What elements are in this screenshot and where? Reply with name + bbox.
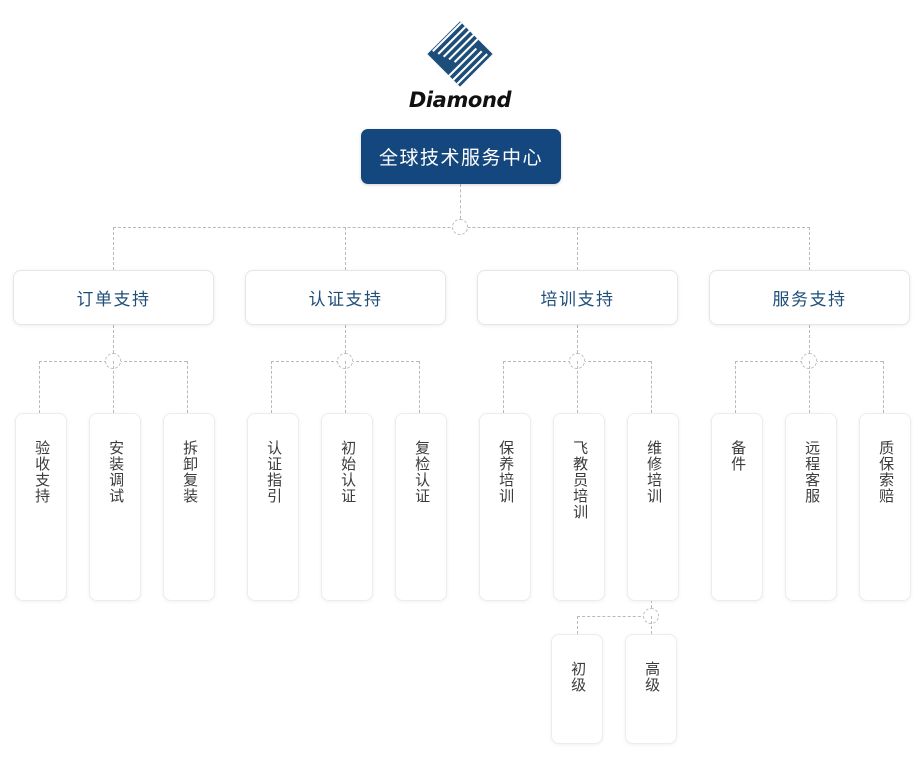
node-level3-label: 复检认证: [413, 440, 431, 504]
connector-drop-l4-a: [577, 616, 578, 634]
connector-stem-l4: [651, 600, 652, 608]
node-level3-label: 拆卸复装: [181, 440, 199, 504]
connector-stem-g1: [113, 325, 114, 353]
diamond-logo-icon: [427, 21, 493, 87]
node-level3-flight-instructor-training[interactable]: 飞教员培训: [553, 413, 605, 601]
node-level2-label: 服务支持: [772, 290, 847, 309]
node-level3-label: 质保索赔: [877, 440, 895, 504]
node-level3-maintenance-training[interactable]: 保养培训: [479, 413, 531, 601]
node-level3-spare-parts[interactable]: 备件: [711, 413, 763, 601]
node-level3-label: 保养培训: [497, 440, 515, 504]
node-level3-acceptance-support[interactable]: 验收支持: [15, 413, 67, 601]
node-level3-disassembly-reassembly[interactable]: 拆卸复装: [163, 413, 215, 601]
node-level3-remote-customer-service[interactable]: 远程客服: [785, 413, 837, 601]
node-level4-junior[interactable]: 初级: [551, 634, 603, 744]
node-level2-label: 认证支持: [308, 290, 383, 309]
connector-drop-g2-b: [345, 361, 346, 413]
node-level3-label: 远程客服: [803, 440, 821, 504]
node-level2-certification-support[interactable]: 认证支持: [245, 270, 446, 325]
connector-drop-g4-b: [809, 361, 810, 413]
connector-stem-g4: [809, 325, 810, 353]
node-level2-label: 订单支持: [76, 290, 151, 309]
node-level4-senior[interactable]: 高级: [625, 634, 677, 744]
node-level3-certification-guidance[interactable]: 认证指引: [247, 413, 299, 601]
brand-logo: Diamond: [400, 20, 520, 120]
connector-drop-l2-2: [345, 227, 346, 270]
connector-root-stem: [460, 184, 461, 219]
connector-drop-g4-c: [883, 361, 884, 413]
node-root[interactable]: 全球技术服务中心: [361, 129, 561, 184]
node-level3-label: 飞教员培训: [571, 440, 589, 520]
node-level3-repair-training[interactable]: 维修培训: [627, 413, 679, 601]
connector-stem-g3: [577, 325, 578, 353]
connector-stem-g2: [345, 325, 346, 353]
node-level3-label: 备件: [729, 440, 747, 472]
node-level2-training-support[interactable]: 培训支持: [477, 270, 678, 325]
node-level3-installation-commissioning[interactable]: 安装调试: [89, 413, 141, 601]
connector-drop-g3-c: [651, 361, 652, 413]
node-level3-label: 认证指引: [265, 440, 283, 504]
node-level3-recheck-certification[interactable]: 复检认证: [395, 413, 447, 601]
node-level2-label: 培训支持: [540, 290, 615, 309]
connector-bar-l4: [577, 616, 651, 617]
connector-drop-g3-a: [503, 361, 504, 413]
node-level4-label: 高级: [643, 661, 661, 693]
connector-drop-l4-b: [651, 616, 652, 634]
node-level3-label: 安装调试: [107, 440, 125, 504]
node-level4-label: 初级: [569, 661, 587, 693]
connector-drop-g2-a: [271, 361, 272, 413]
connector-drop-g3-b: [577, 361, 578, 413]
connector-drop-g4-a: [735, 361, 736, 413]
connector-drop-g2-c: [419, 361, 420, 413]
node-level3-label: 初始认证: [339, 440, 357, 504]
connector-drop-l2-4: [809, 227, 810, 270]
node-level2-order-support[interactable]: 订单支持: [13, 270, 214, 325]
node-level3-label: 维修培训: [645, 440, 663, 504]
connector-drop-g1-c: [187, 361, 188, 413]
node-level3-initial-certification[interactable]: 初始认证: [321, 413, 373, 601]
connector-drop-l2-1: [113, 227, 114, 270]
node-level3-label: 验收支持: [33, 440, 51, 504]
node-level2-service-support[interactable]: 服务支持: [709, 270, 910, 325]
connector-node-root: [452, 219, 468, 235]
connector-drop-g1-a: [39, 361, 40, 413]
connector-drop-l2-3: [577, 227, 578, 270]
brand-wordmark: Diamond: [408, 88, 512, 112]
node-root-label: 全球技术服务中心: [378, 148, 543, 169]
node-level3-warranty-claim[interactable]: 质保索赔: [859, 413, 911, 601]
connector-drop-g1-b: [113, 361, 114, 413]
